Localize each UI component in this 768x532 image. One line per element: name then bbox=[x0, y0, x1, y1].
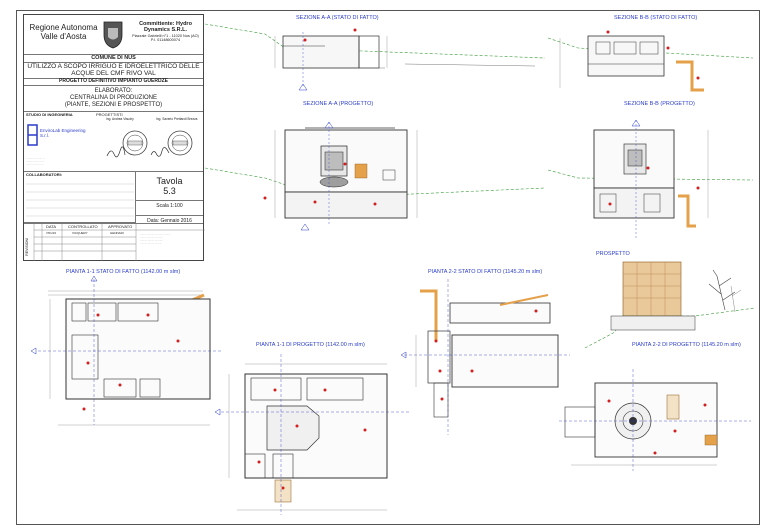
title-pianta-11-progetto: PIANTA 1-1 DI PROGETTO (1142.00 m slm) bbox=[256, 342, 365, 348]
elevation-view bbox=[584, 261, 756, 349]
tavola-box: Tavola 5.3 Scala 1:100 Data: Gennaio 201… bbox=[136, 172, 203, 225]
tavola-label: Tavola bbox=[156, 176, 183, 186]
section-bb-existing bbox=[547, 30, 754, 92]
title-pianta-11-fatto: PIANTA 1-1 STATO DI FATTO (1142.00 m slm… bbox=[66, 269, 181, 275]
studio-box: STUDIO DI INGEGNERIA PROGETTISTI EnviroL… bbox=[24, 112, 203, 172]
title-header: Regione Autonoma Valle d'Aosta Committen… bbox=[24, 15, 203, 55]
region-name: Regione Autonoma Valle d'Aosta bbox=[29, 23, 98, 42]
firm-name: EnviroLab Engineering S.r.l. bbox=[40, 128, 86, 139]
scale-label: Scala 1:100 bbox=[136, 199, 203, 210]
title-sezione-aa-fatto: SEZIONE A-A (STATO DI FATTO) bbox=[296, 15, 379, 21]
title-sezione-bb-progetto: SEZIONE B-B (PROGETTO) bbox=[624, 101, 695, 107]
collaboratori-box: COLLABORATORI: bbox=[24, 172, 136, 223]
plan-11-project bbox=[214, 354, 410, 515]
rev-header-controllato: CONTROLLATO bbox=[68, 224, 98, 229]
signature-2-icon bbox=[150, 147, 170, 157]
rev-header-data: DATA bbox=[46, 224, 57, 229]
plan-22-project bbox=[559, 369, 751, 471]
region-crest-icon bbox=[103, 21, 123, 49]
project-description: UTILIZZO A SCOPO IRRIGUO E IDROELETTRICO… bbox=[24, 63, 203, 79]
engineer-stamp-1-icon bbox=[122, 130, 148, 156]
client-info: Committente: Hydro Dynamics S.R.L. Piazz… bbox=[132, 21, 199, 42]
date-label: Data: Gennaio 2016 bbox=[136, 215, 203, 225]
revisions-table: REVISIONI DATA CONTROLLATO APPROVATO 7/0… bbox=[24, 223, 205, 261]
disclaimer-text: ········ ········· ·········· ··········… bbox=[140, 233, 171, 246]
plan-22-existing bbox=[400, 279, 570, 435]
title-block: Regione Autonoma Valle d'Aosta Committen… bbox=[23, 14, 205, 261]
engineer-2: Ing. Saverio Prettaroli Brezza bbox=[156, 117, 198, 121]
project-phase: PROGETTO DEFINITIVO IMPIANTO GUERDZE bbox=[24, 78, 203, 86]
title-pianta-22-progetto: PIANTA 2-2 DI PROGETTO (1145.20 m slm) bbox=[632, 342, 741, 348]
section-bb-project bbox=[547, 119, 754, 238]
signature-1-icon bbox=[106, 146, 126, 158]
engineer-1: Ing. Andrea Visudry bbox=[106, 117, 134, 121]
firm-logo-icon bbox=[27, 124, 38, 146]
comune-label: COMUNE DI NUS bbox=[24, 55, 203, 63]
title-prospetto: PROSPETTO bbox=[596, 251, 630, 257]
revisions-grid bbox=[33, 224, 205, 261]
plan-11-existing bbox=[30, 275, 223, 426]
title-pianta-22-fatto: PIANTA 2-2 STATO DI FATTO (1145.20 m slm… bbox=[428, 269, 543, 275]
title-sezione-bb-fatto: SEZIONE B-B (STATO DI FATTO) bbox=[614, 15, 698, 21]
title-sezione-aa-progetto: SEZIONE A-A (PROGETTO) bbox=[303, 101, 374, 107]
elaborato-box: ELABORATO: CENTRALINA DI PRODUZIONE (PIA… bbox=[24, 86, 203, 112]
section-aa-existing bbox=[204, 23, 546, 91]
tavola-number: 5.3 bbox=[163, 186, 176, 197]
firm-address-text: ········· ········· ·········· ······· ·… bbox=[26, 157, 45, 166]
rev-header-approvato: APPROVATO bbox=[108, 224, 133, 229]
section-aa-project bbox=[204, 121, 546, 231]
collaboratori-lines bbox=[26, 183, 134, 217]
engineer-stamp-2-icon bbox=[167, 130, 193, 156]
